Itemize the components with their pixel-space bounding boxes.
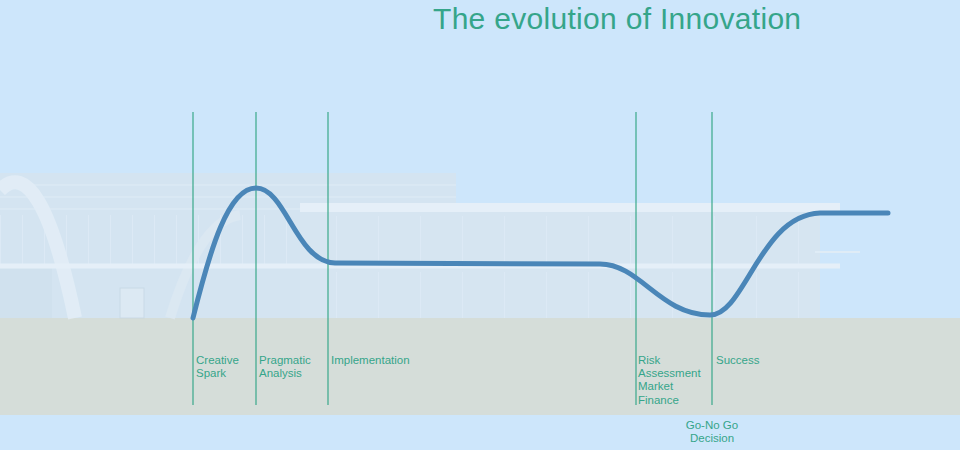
building-drawing: [0, 173, 860, 318]
stage-label: Implementation: [331, 354, 451, 367]
innovation-curve: [193, 188, 888, 318]
roof-slab: [300, 203, 840, 212]
stage-line: [327, 112, 328, 405]
stage-line: [635, 112, 636, 405]
sky-band: [0, 415, 960, 450]
stage-label: Pragmatic Analysis: [259, 354, 325, 380]
stage-line: [192, 112, 193, 405]
stage-line: [711, 112, 712, 405]
stage-label: Risk Assessment Market Finance: [638, 354, 706, 407]
stage-label: Success: [716, 354, 806, 367]
stage-lines: [193, 112, 712, 405]
chart-title: The evolution of Innovation: [433, 2, 801, 37]
stage-label: Creative Spark: [196, 354, 252, 380]
stage-line: [255, 112, 256, 405]
ground-band: [0, 318, 960, 415]
stage-label: Go-No Go Decision: [672, 419, 752, 445]
